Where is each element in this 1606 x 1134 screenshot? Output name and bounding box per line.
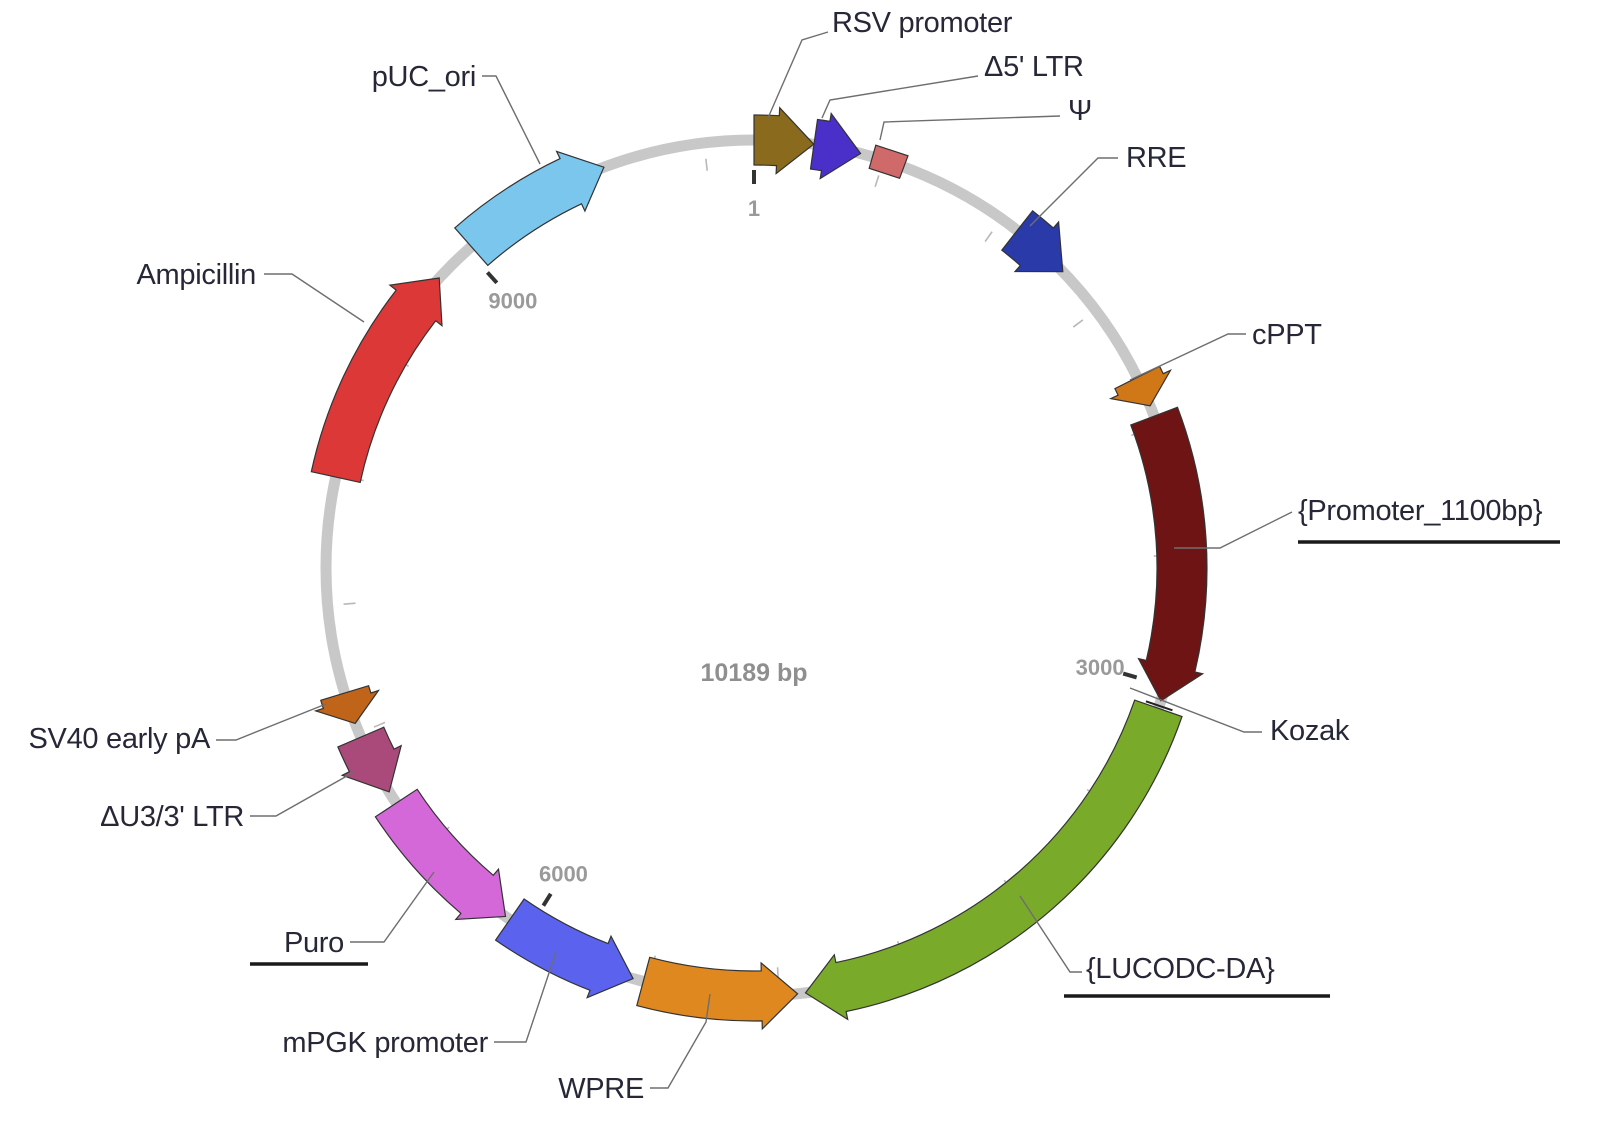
leader-sv40-early-pa	[216, 703, 327, 741]
minor-tick	[343, 602, 356, 606]
leader-feature	[879, 115, 1061, 141]
label-puro: Puro	[284, 927, 344, 959]
feature-puro	[374, 788, 507, 921]
leader-wpre	[650, 993, 711, 1089]
label-puc-ori: pUC_ori	[372, 61, 476, 93]
feature-promoter-1100bp	[1130, 406, 1208, 702]
label-feature: Ψ	[1068, 95, 1092, 127]
tick-label: 6000	[539, 861, 588, 886]
feature-ampicillin	[310, 277, 443, 484]
leader-puc-ori	[482, 75, 541, 165]
leader-puro	[350, 871, 435, 943]
minor-tick	[874, 175, 880, 188]
label-cppt: cPPT	[1252, 319, 1322, 351]
label-rre: RRE	[1126, 142, 1186, 174]
minor-tick	[373, 721, 386, 728]
feature-5-ltr	[809, 111, 862, 180]
label-rsv-promoter: RSV promoter	[832, 7, 1013, 39]
tick-label: 3000	[1076, 655, 1125, 680]
major-tick	[1122, 671, 1138, 680]
label-sv40-early-pa: SV40 early pA	[29, 723, 211, 755]
label-u3-3-ltr: ΔU3/3' LTR	[100, 801, 244, 833]
feature-rsv-promoter	[753, 106, 815, 175]
feature-u3-3-ltr	[337, 726, 403, 793]
tick-label: 1	[748, 196, 760, 221]
tick-label: 9000	[488, 289, 537, 314]
leader-lucodc-da	[1019, 895, 1082, 973]
leader-5-ltr	[821, 75, 979, 119]
feature-sv40-early-pa	[313, 684, 381, 725]
plasmid-size-label: 10189 bp	[700, 659, 807, 687]
label-wpre: WPRE	[558, 1073, 644, 1105]
minor-tick	[705, 158, 709, 171]
feature-lucodc-da	[804, 699, 1183, 1021]
leader-kozak	[1129, 687, 1262, 733]
label-kozak: Kozak	[1270, 715, 1350, 747]
leader-rre	[1029, 157, 1118, 227]
major-tick	[485, 271, 499, 285]
feature-wpre	[636, 956, 799, 1031]
leader-mpgk-promoter	[494, 951, 557, 1043]
feature-mpgk-promoter	[494, 898, 634, 999]
label-lucodc-da: {LUCODC-DA}	[1086, 953, 1275, 985]
leader-u3-3-ltr	[250, 771, 355, 817]
label-5-ltr: Δ5' LTR	[984, 51, 1084, 83]
feature-puc-ori	[453, 150, 605, 267]
feature-feature	[868, 144, 909, 180]
minor-tick	[984, 231, 993, 242]
major-tick	[541, 892, 553, 907]
feature-rre	[1000, 209, 1064, 273]
feature-cppt	[1108, 365, 1172, 407]
leader-lines	[216, 31, 1293, 1089]
feature-kozak	[1145, 700, 1173, 712]
leader-cppt	[1129, 333, 1246, 381]
label-mpgk-promoter: mPGK promoter	[282, 1027, 488, 1059]
leader-ampicillin	[264, 273, 365, 323]
leader-promoter-1100bp	[1174, 511, 1293, 549]
minor-tick	[1072, 319, 1084, 328]
leader-rsv-promoter	[767, 31, 829, 119]
label-promoter-1100bp: {Promoter_1100bp}	[1298, 495, 1543, 527]
major-ticks: 1 3000 6000 9000	[485, 170, 1138, 907]
feature-arrows	[310, 106, 1208, 1031]
label-ampicillin: Ampicillin	[137, 259, 256, 291]
